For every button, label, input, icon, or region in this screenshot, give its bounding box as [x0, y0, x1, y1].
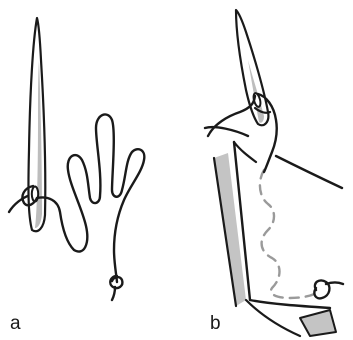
panel-a-thread-tail — [9, 195, 30, 212]
panel-label-b: b — [210, 314, 221, 333]
panel-a-thread — [37, 114, 144, 282]
panel-a-drawing — [9, 18, 144, 300]
needle-icon — [236, 10, 268, 125]
fabric-bottom-edge — [300, 310, 336, 336]
panel-b-drawing — [205, 10, 343, 336]
panel-label-a: a — [10, 314, 21, 333]
